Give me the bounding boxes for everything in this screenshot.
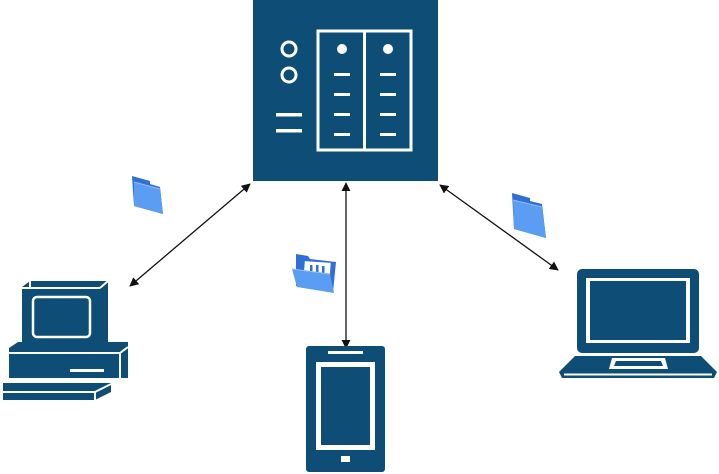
smartphone-icon (306, 346, 385, 472)
laptop-icon (559, 269, 717, 378)
server-desktop-arrow (129, 183, 251, 287)
nas-server-icon (253, 0, 438, 181)
server-laptop-arrow (439, 184, 559, 271)
desktop-computer-icon (3, 280, 129, 400)
folder-icon (132, 176, 163, 214)
open-folder-icon (291, 254, 336, 293)
folder-icon (512, 193, 546, 238)
